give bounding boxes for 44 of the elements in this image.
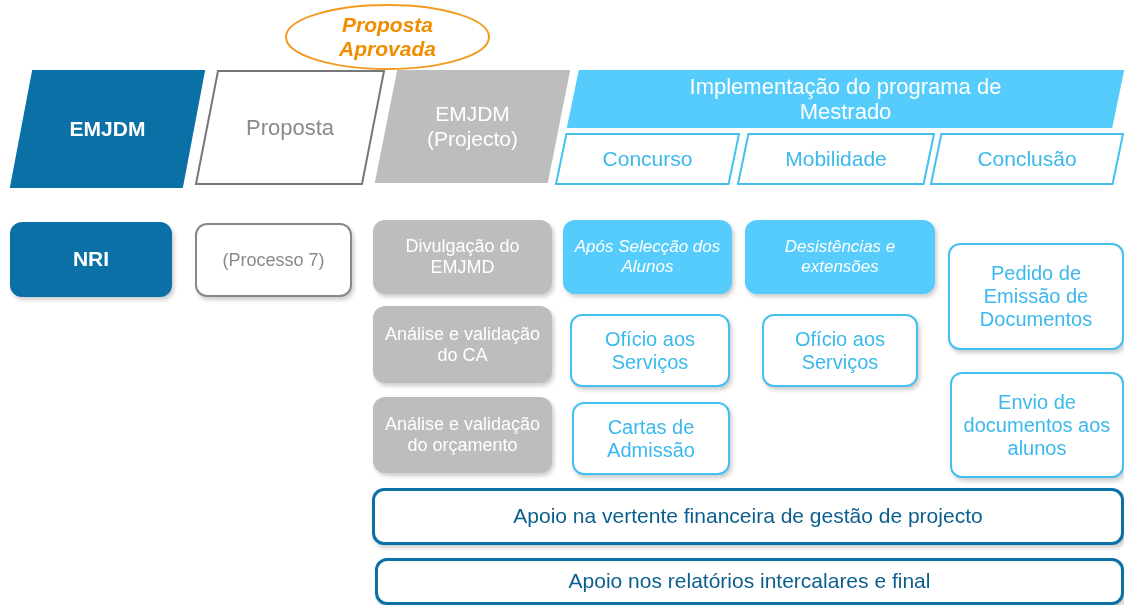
box-label: Implementação do programa de Mestrado	[688, 73, 1003, 125]
box-label: (Processo 7)	[222, 249, 325, 271]
box-label: Divulgação do EMJMD	[404, 236, 521, 278]
parallelogram-box	[375, 70, 570, 183]
box-label: EMJDM (Projecto)	[426, 102, 519, 151]
process-box	[373, 220, 552, 294]
box-label: Apoio nos relatórios intercalares e final	[568, 569, 931, 594]
process-box	[745, 220, 935, 294]
parallelogram-box	[930, 133, 1124, 185]
box-label: Pedido de Emissão de Documentos	[978, 262, 1094, 331]
parallelogram-box	[195, 70, 385, 185]
process-box	[195, 223, 352, 297]
support-band	[375, 558, 1124, 605]
parallelogram-box	[737, 133, 935, 185]
parallelogram-box	[555, 133, 740, 185]
process-box	[570, 314, 730, 387]
process-box	[572, 402, 730, 475]
box-label: Apoio na vertente financeira de gestão de projecto	[513, 504, 983, 529]
oval-badge	[285, 4, 490, 70]
box-label: Cartas de Admissão	[606, 415, 696, 462]
box-label: Proposta Aprovada	[338, 12, 437, 62]
box-label: Desistências e extensões	[783, 237, 897, 277]
process-box	[563, 220, 732, 294]
box-label: Mobilidade	[785, 146, 887, 172]
box-label: Proposta	[245, 114, 335, 141]
box-label: Conclusão	[977, 146, 1077, 172]
box-label: Concurso	[602, 146, 693, 172]
header-band	[567, 70, 1124, 128]
box-label: Após Selecção dos Alunos	[573, 237, 722, 277]
box-label: Análise e validação do orçamento	[383, 414, 542, 456]
process-box	[373, 397, 552, 473]
box-label: Análise e validação do CA	[383, 323, 542, 366]
process-box	[762, 314, 918, 387]
process-box	[948, 243, 1124, 350]
box-label: Ofício aos Serviços	[603, 327, 696, 374]
box-label: NRI	[72, 247, 110, 272]
support-band	[372, 488, 1124, 545]
process-box	[373, 306, 552, 383]
box-label: Ofício aos Serviços	[793, 327, 886, 374]
box-label: Envio de documentos aos alunos	[962, 390, 1112, 460]
process-box	[950, 372, 1124, 478]
parallelogram-box	[10, 70, 205, 188]
process-box	[10, 222, 172, 297]
box-label: EMJDM	[69, 116, 146, 142]
